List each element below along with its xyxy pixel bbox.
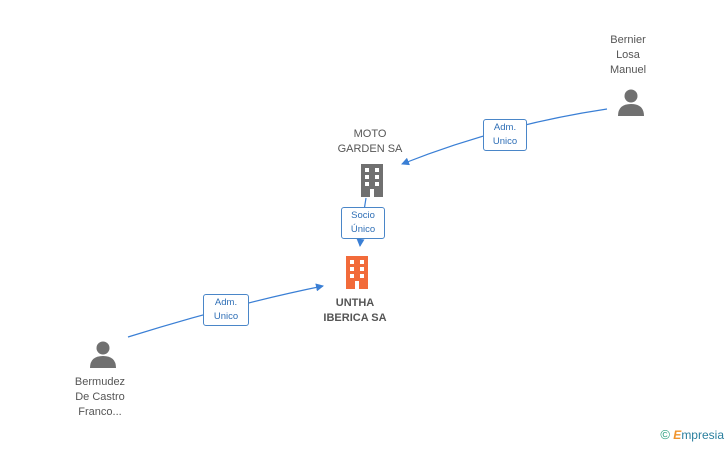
brand-initial: E [673,428,682,442]
copyright-icon: © [660,427,670,442]
building-icon[interactable] [357,163,387,197]
edge-badge-adm-unico-bermudez[interactable]: Adm. Unico [203,294,249,326]
node-label-bermudez[interactable]: Bermudez De Castro Franco... [74,376,126,418]
person-icon[interactable] [616,88,646,116]
node-label-moto-garden[interactable]: MOTO GARDEN SA [337,128,403,155]
node-label-untha-iberica[interactable]: UNTHA IBERICA SA [323,297,387,324]
edge-badge-adm-unico-bernier[interactable]: Adm. Unico [483,119,527,151]
brand-name: mpresia [681,428,724,442]
person-icon[interactable] [88,340,118,368]
node-label-bernier[interactable]: Bernier Losa Manuel [609,34,647,76]
edge-badge-socio-unico[interactable]: Socio Único [341,207,385,239]
main-building-icon[interactable] [342,255,372,289]
empresia-logo: © Empresia [660,427,724,442]
